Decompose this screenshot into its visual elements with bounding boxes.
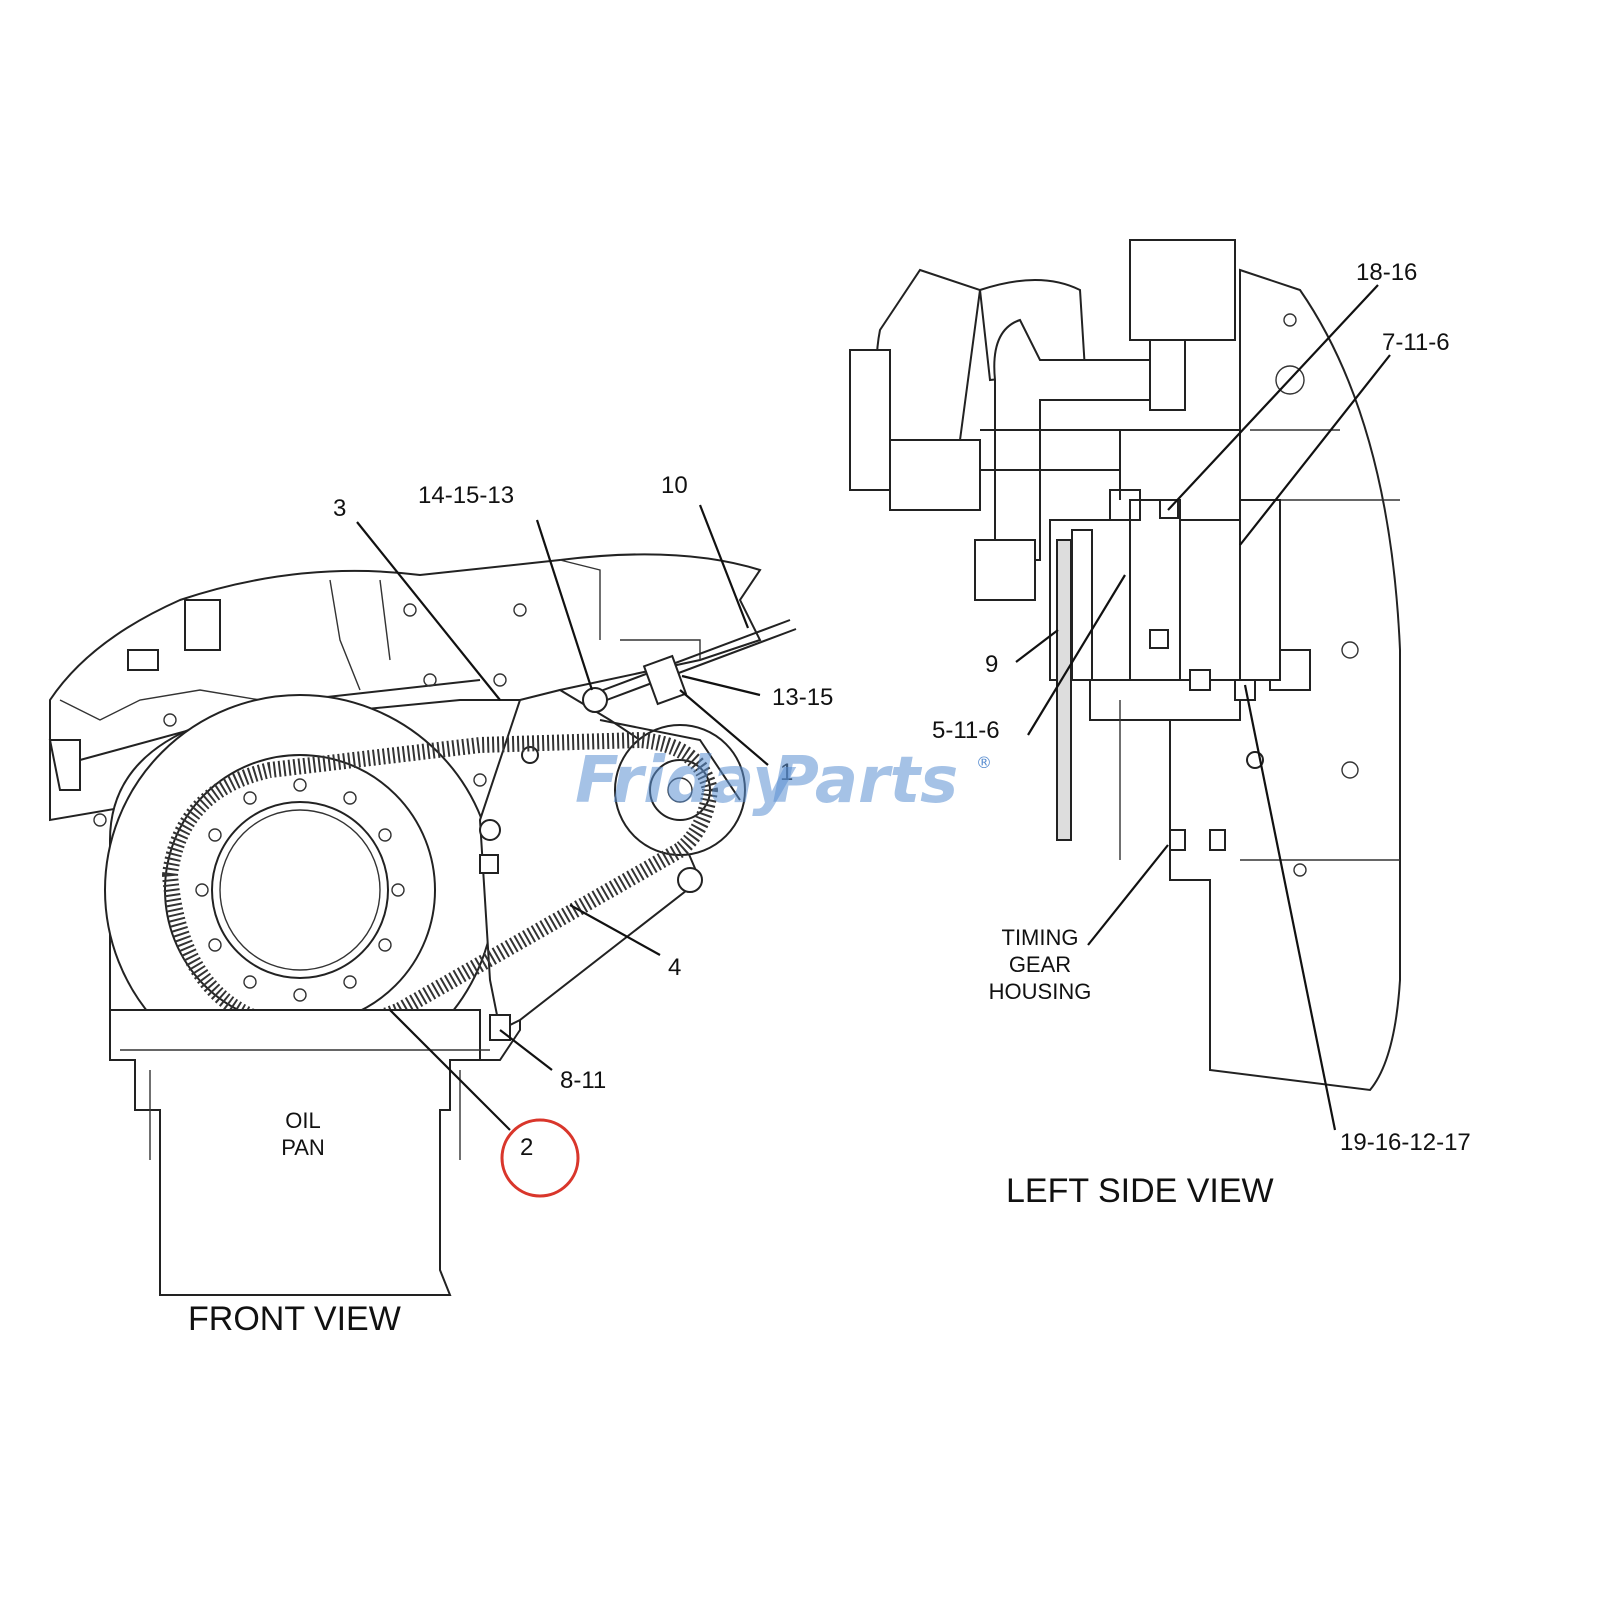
callout-3: 3 [333,495,346,522]
callout-5-11-6: 5-11-6 [932,717,1000,744]
watermark-text-parts: Parts [772,744,958,818]
callout-7-11-6: 7-11-6 [1382,329,1450,356]
callout-2: 2 [520,1134,533,1161]
left-side-view-callouts: 18-16 7-11-6 9 5-11-6 TIMING GEAR HOUSIN… [932,259,1471,1210]
watermark-text-friday: Friday [575,744,796,818]
front-view-callouts: 3 14-15-13 10 13-15 1 4 8-11 2 OIL PAN F… [188,472,833,1338]
watermark-logo: Friday Parts ® [575,744,992,818]
front-view-title: FRONT VIEW [188,1300,401,1338]
callout-14-15-13: 14-15-13 [418,482,514,509]
highlight-circle-2 [500,1118,580,1198]
callout-13-15: 13-15 [772,684,833,711]
callout-18-16: 18-16 [1356,259,1417,286]
timing-gear-housing-line2: GEAR [1009,952,1071,977]
watermark-registered-mark: ® [976,753,992,772]
callout-4: 4 [668,954,681,981]
timing-gear-housing-line1: TIMING [1002,925,1079,950]
oil-pan-label-line2: PAN [281,1135,325,1160]
callout-9: 9 [985,651,998,678]
callout-1: 1 [780,759,793,786]
timing-gear-housing-line3: HOUSING [989,979,1092,1004]
oil-pan-label-line1: OIL [285,1108,320,1133]
callout-19-16-12-17: 19-16-12-17 [1340,1129,1471,1156]
left-side-view-drawing [849,239,1401,1092]
callout-10: 10 [661,472,688,499]
callout-8-11: 8-11 [560,1067,606,1094]
left-side-view-title: LEFT SIDE VIEW [1006,1172,1274,1210]
bolt-circle [195,778,405,1002]
front-view-drawing [48,553,797,1296]
